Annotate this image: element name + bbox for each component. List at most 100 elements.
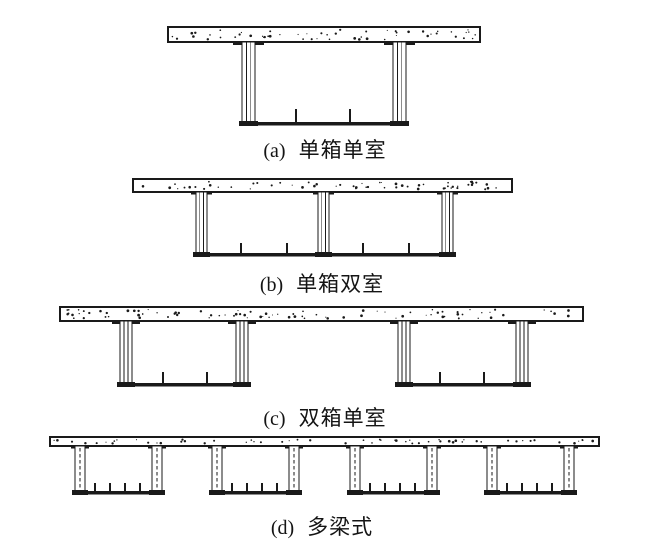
- deck-stipple-dot: [558, 441, 561, 444]
- deck-stipple-dot: [310, 38, 313, 41]
- deck-stipple-dot: [237, 310, 239, 312]
- deck-stipple-dot: [263, 35, 266, 39]
- tick-mark: [295, 109, 297, 122]
- deck-stipple-dot: [208, 180, 210, 183]
- tick-mark: [240, 243, 242, 253]
- deck-stipple-dot: [203, 442, 206, 445]
- caption-title: 单箱单室: [299, 138, 387, 162]
- deck-stipple-dot: [177, 188, 179, 190]
- deck-stipple-dot: [141, 313, 144, 315]
- deck-stipple-dot: [111, 442, 114, 445]
- deck-stipple-dot: [269, 30, 272, 33]
- deck-stipple-dot: [386, 29, 388, 31]
- deck-stipple-dot: [156, 442, 158, 444]
- deck-stipple-dot: [361, 309, 365, 312]
- deck-stipple-dot: [461, 441, 464, 443]
- deck-stipple-dot: [471, 182, 474, 185]
- deck-stipple-dot: [457, 185, 459, 187]
- deck-stipple-dot: [190, 31, 194, 35]
- deck-stipple-dot: [486, 186, 490, 190]
- bottom-flange: [487, 491, 574, 495]
- deck-stipple-dot: [451, 441, 455, 444]
- deck-stipple-dot: [529, 439, 532, 442]
- deck-stipple-dot: [238, 33, 241, 36]
- bottom-flange: [120, 383, 248, 387]
- deck-stipple-dot: [192, 35, 195, 38]
- deck-stipple-dot: [230, 186, 233, 188]
- web: [119, 320, 133, 387]
- deck-stipple-dot: [471, 37, 474, 40]
- deck-stipple-dot: [279, 181, 282, 184]
- deck-stipple-dot: [461, 313, 464, 316]
- deck-slab: [167, 26, 481, 43]
- deck-stipple-dot: [53, 439, 55, 442]
- tick-mark: [384, 483, 386, 491]
- deck-stipple-dot: [543, 309, 545, 311]
- deck-stipple-dot: [66, 309, 69, 311]
- deck-stipple-dot: [456, 187, 459, 190]
- deck-stipple-dot: [427, 440, 430, 443]
- deck-stipple-dot: [481, 312, 483, 314]
- deck-stipple-dot: [384, 311, 386, 313]
- deck-stipple-dot: [175, 313, 179, 317]
- deck-stipple-dot: [395, 31, 398, 34]
- deck-stipple-dot: [259, 315, 263, 319]
- deck-stipple-dot: [339, 183, 342, 186]
- deck-stipple-dot: [411, 442, 414, 445]
- deck-stipple-dot: [66, 312, 69, 316]
- figure-caption: (a)单箱单室: [263, 138, 386, 162]
- deck-stipple-dot: [406, 185, 409, 188]
- deck-stipple-dot: [277, 313, 279, 315]
- deck-stipple-dot: [219, 36, 222, 39]
- deck-stipple-dot: [243, 313, 246, 317]
- deck-stipple-dot: [104, 315, 107, 318]
- deck-stipple-dot: [475, 440, 478, 443]
- deck-stipple-dot: [394, 182, 398, 186]
- deck-stipple-dot: [256, 181, 259, 185]
- deck-stipple-dot: [395, 34, 397, 37]
- deck-stipple-dot: [224, 314, 226, 316]
- deck-stipple-dot: [249, 310, 252, 313]
- deck-stipple-dot: [259, 441, 262, 444]
- deck-stipple-dot: [484, 188, 487, 191]
- deck-stipple-dot: [138, 316, 141, 320]
- deck-stipple-dot: [297, 33, 299, 36]
- deck-stipple-dot: [82, 317, 85, 320]
- tick-mark: [506, 483, 508, 491]
- deck-stipple-dot: [279, 33, 281, 36]
- web: [317, 191, 330, 257]
- bottom-flange: [398, 383, 528, 387]
- deck-stipple-dot: [371, 442, 373, 444]
- tick-mark: [276, 483, 278, 491]
- deck-stipple-dot: [99, 309, 102, 313]
- deck-stipple-dot: [268, 34, 272, 38]
- deck-stipple-dot: [82, 310, 85, 313]
- deck-stipple-dot: [353, 37, 357, 40]
- deck-slab: [132, 178, 513, 193]
- deck-stipple-dot: [456, 311, 459, 314]
- caption-tag: (b): [260, 274, 283, 296]
- tick-mark: [246, 483, 248, 491]
- web: [397, 320, 411, 387]
- deck-stipple-dot: [174, 183, 176, 185]
- deck-stipple-dot: [177, 311, 180, 315]
- deck-stipple-dot: [469, 308, 471, 311]
- deck-stipple-dot: [325, 316, 327, 318]
- deck-stipple-dot: [219, 29, 222, 32]
- deck-stipple-dot: [515, 440, 518, 443]
- deck-stipple-dot: [116, 439, 118, 441]
- tick-mark: [261, 483, 263, 491]
- deck-stipple-dot: [582, 439, 584, 442]
- deck-stipple-dot: [303, 317, 306, 320]
- deck-stipple-dot: [72, 317, 75, 320]
- deck-stipple-dot: [234, 36, 237, 38]
- bottom-flange: [242, 122, 406, 126]
- deck-stipple-dot: [591, 439, 595, 443]
- deck-stipple-dot: [443, 315, 446, 318]
- deck-stipple-dot: [352, 185, 355, 188]
- web: [515, 320, 529, 387]
- deck-stipple-dot: [167, 316, 169, 318]
- deck-stipple-dot: [447, 181, 449, 184]
- deck-stipple-dot: [395, 186, 398, 189]
- deck-stipple-dot: [159, 441, 163, 445]
